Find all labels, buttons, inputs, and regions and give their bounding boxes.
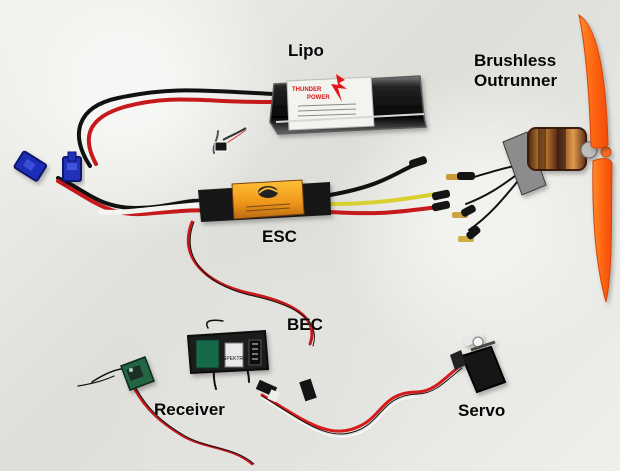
- lipo-battery: THUNDER POWER: [269, 74, 427, 135]
- orange-propeller: [578, 13, 613, 303]
- brushless-outrunner-label: Brushless Outrunner: [474, 51, 589, 91]
- bec-connectors: [255, 378, 317, 403]
- servo-motor: [450, 333, 507, 394]
- esc-module: [198, 179, 331, 222]
- blue-battery-connector-left: [13, 150, 48, 182]
- receiver-sticker-text: SPEKTRUM: [223, 356, 251, 362]
- brushless-outrunner-motor: [502, 127, 612, 196]
- brushless-label-line-1: Brushless: [474, 51, 557, 70]
- battery-brand-line-1: THUNDER: [292, 87, 322, 93]
- receiver-label: Receiver: [154, 400, 225, 419]
- battery-wires: [56, 88, 278, 217]
- blue-battery-connector-right: [62, 151, 82, 182]
- receiver-module-small: [120, 356, 155, 391]
- receiver-and-servo-wires: [77, 220, 463, 466]
- balance-connector: [214, 127, 247, 152]
- battery-brand-line-2: POWER: [307, 95, 330, 101]
- bullet-connectors-motor: [408, 156, 481, 242]
- esc-label: ESC: [262, 227, 297, 246]
- outrunner-label-line-2: Outrunner: [474, 71, 558, 90]
- motor-wires: [328, 163, 523, 231]
- servo-label: Servo: [458, 401, 506, 420]
- bec-label: BEC: [287, 315, 323, 334]
- lipo-label: Lipo: [288, 41, 324, 60]
- receiver-module-main: SPEKTRUM: [186, 329, 270, 375]
